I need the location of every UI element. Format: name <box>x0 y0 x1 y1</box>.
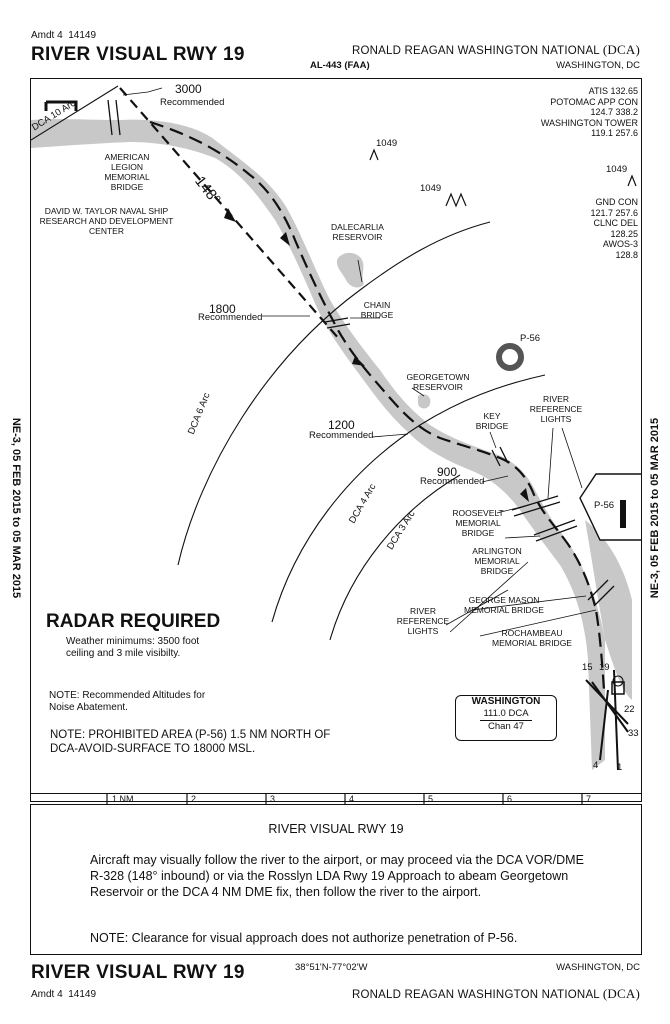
airport-name: RONALD REAGAN WASHINGTON NATIONAL (DCA) <box>351 42 640 57</box>
recommended-1200: Recommended <box>309 430 374 441</box>
procedure-note: NOTE: Clearance for visual approach does… <box>90 931 518 945</box>
taylor-center-symbol <box>44 100 78 111</box>
vor-freq: 111.0 DCA <box>483 708 529 719</box>
scale-bar <box>30 793 642 805</box>
p56-north-label: P-56 <box>520 333 541 344</box>
dca-6-arc <box>177 221 491 566</box>
runway-1-label: 1 <box>617 762 623 773</box>
dalecarlia-reservoir <box>336 252 364 288</box>
vor-info-box: WASHINGTON 111.0 DCA Chan 47 <box>455 695 557 741</box>
p56-east-label: P-56 <box>594 500 615 511</box>
scale-label-4: 4 <box>349 794 355 804</box>
weather-minimums: Weather minimums: 3500 foot ceiling and … <box>66 636 200 659</box>
river-route <box>149 120 606 691</box>
footer-city: WASHINGTON, DC <box>556 962 640 973</box>
chain-bridge-label: CHAIN BRIDGE <box>360 300 394 320</box>
pointer-lines <box>122 87 597 637</box>
potomac-east-shore <box>585 520 632 700</box>
course-arrow-3 <box>352 356 365 366</box>
vor-chan: Chan 47 <box>480 720 532 733</box>
obstacle-icon-3 <box>627 174 637 187</box>
river-lights-1-label: RIVER REFERENCE LIGHTS <box>529 394 583 424</box>
radar-required: RADAR REQUIRED <box>46 611 221 632</box>
taylor-center-label: DAVID W. TAYLOR NAVAL SHIP RESEARCH AND … <box>39 206 174 236</box>
bridges <box>107 99 615 607</box>
dca-3-arc <box>329 474 461 641</box>
runway-15-label: 15 <box>582 662 593 673</box>
rochambeau-label: ROCHAMBEAU MEMORIAL BRIDGE <box>492 628 572 648</box>
georgetown-res-label: GEORGETOWN RESERVOIR <box>406 372 470 392</box>
footer-airport-name: RONALD REAGAN WASHINGTON NATIONAL (DCA) <box>351 986 640 1001</box>
scale-label-7: 7 <box>586 794 592 804</box>
procedure-heading: RIVER VISUAL RWY 19 <box>268 822 404 836</box>
recommended-3000: Recommended <box>160 97 225 108</box>
runway-33-label: 33 <box>628 728 639 739</box>
airport-marker <box>611 681 625 695</box>
georgetown-reservoir <box>418 394 431 409</box>
altitude-1200: 1200 <box>328 418 355 432</box>
footer-amendment: Amdt 4 14149 <box>31 989 97 1000</box>
map-frame <box>30 78 642 802</box>
procedure-id: AL-443 (FAA) <box>310 60 370 71</box>
key-bridge-label: KEY BRIDGE <box>475 411 509 431</box>
course-arrow-4 <box>520 488 529 502</box>
runway-4-label: 4 <box>593 760 599 771</box>
legion-bridge-label: AMERICAN LEGION MEMORIAL BRIDGE <box>104 152 150 192</box>
dca-4-arc <box>271 374 546 623</box>
obstacle-elev-3: 1049 <box>606 164 628 175</box>
note-altitudes: NOTE: Recommended Altitudes for Noise Ab… <box>49 690 206 713</box>
george-mason-label: GEORGE MASON MEMORIAL BRIDGE <box>464 595 544 615</box>
river-lights-2-label: RIVER REFERENCE LIGHTS <box>396 606 450 636</box>
obstacle-icon-2 <box>445 192 467 208</box>
vor-name: WASHINGTON <box>471 696 541 707</box>
scale-ticks <box>106 793 583 805</box>
obstacle-icon-1 <box>369 148 379 161</box>
altitude-1800: 1800 <box>209 302 236 316</box>
obstacle-elev-1: 1049 <box>376 138 398 149</box>
footer-title: RIVER VISUAL RWY 19 <box>31 962 245 983</box>
chart-title: RIVER VISUAL RWY 19 <box>31 44 245 65</box>
scale-label-1: 1 NM <box>112 794 134 804</box>
runway-19-label: 19 <box>599 662 610 673</box>
obstacle-elev-2: 1049 <box>420 183 442 194</box>
recommended-1800: Recommended <box>198 312 263 323</box>
amendment-header: Amdt 4 14149 <box>31 30 97 41</box>
course-arrow-1 <box>224 208 236 222</box>
procedure-body: Aircraft may visually follow the river t… <box>90 853 584 899</box>
freq-block-top: ATIS 132.65 POTOMAC APP CON 124.7 338.2 … <box>540 86 638 138</box>
altitude-900: 900 <box>437 465 458 479</box>
scale-label-2: 2 <box>191 794 197 804</box>
dalecarlia-label: DALECARLIA RESERVOIR <box>331 222 384 242</box>
procedure-text-frame <box>30 805 642 955</box>
roosevelt-label: ROOSEVELT MEMORIAL BRIDGE <box>452 508 504 538</box>
footer-coords: 38°51'N-77°02'W <box>295 962 368 973</box>
course-arrow-2 <box>280 232 290 246</box>
arlington-label: ARLINGTON MEMORIAL BRIDGE <box>472 546 522 576</box>
runway-22-label: 22 <box>624 704 635 715</box>
recommended-900: Recommended <box>420 476 485 487</box>
freq-block-ground: GND CON 121.7 257.6 CLNC DEL 128.25 AWOS… <box>590 197 638 260</box>
p56-north-ring <box>496 343 524 371</box>
washington-monument <box>620 500 626 528</box>
note-prohibited: NOTE: PROHIBITED AREA (P-56) 1.5 NM NORT… <box>50 729 331 755</box>
scale-label-5: 5 <box>428 794 434 804</box>
scale-label-3: 3 <box>270 794 276 804</box>
scale-label-6: 6 <box>507 794 513 804</box>
dca-10-arc <box>31 85 119 141</box>
city-header: WASHINGTON, DC <box>556 60 640 71</box>
altitude-3000: 3000 <box>175 82 202 96</box>
runways <box>585 669 629 771</box>
aerodrome-beacon <box>612 675 624 687</box>
